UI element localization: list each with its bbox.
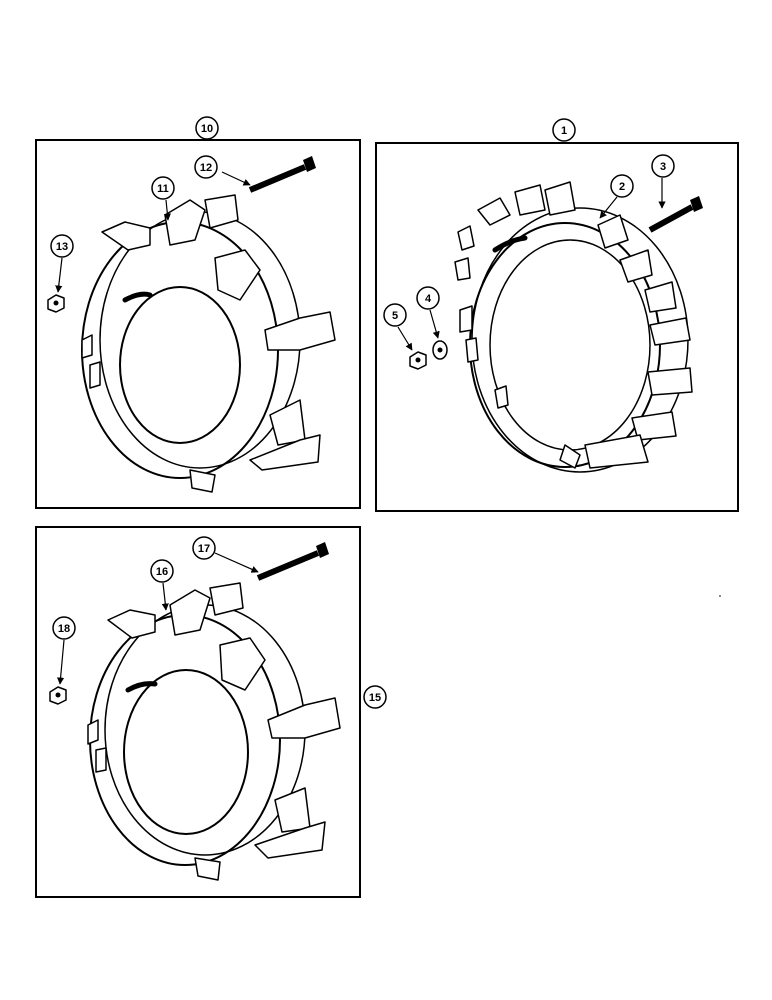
scan-speck xyxy=(719,595,721,597)
panel-15: 17 16 18 15 xyxy=(35,526,387,898)
callout-1: 1 xyxy=(552,118,576,142)
svg-text:4: 4 xyxy=(425,293,432,305)
panel-1: 1 2 3 4 5 xyxy=(375,118,739,512)
svg-text:10: 10 xyxy=(201,123,213,135)
svg-text:15: 15 xyxy=(369,692,381,704)
bolt-icon xyxy=(648,196,703,233)
nut-icon xyxy=(49,686,67,705)
callout-15: 15 xyxy=(363,685,387,709)
svg-text:1: 1 xyxy=(561,125,567,137)
svg-text:5: 5 xyxy=(392,310,398,322)
callout-10: 10 xyxy=(195,116,219,140)
svg-text:3: 3 xyxy=(660,161,666,173)
svg-text:17: 17 xyxy=(198,543,210,555)
bolt-icon xyxy=(248,156,316,193)
panel-10: 10 12 11 13 xyxy=(35,116,361,509)
cast-weight-ring-icon xyxy=(81,194,336,493)
callout-13: 13 xyxy=(50,234,74,258)
callout-12: 12 xyxy=(194,155,218,179)
washer-icon xyxy=(432,340,448,360)
callout-5: 5 xyxy=(383,303,407,327)
callout-11: 11 xyxy=(151,176,175,200)
svg-text:13: 13 xyxy=(56,241,68,253)
callout-16: 16 xyxy=(150,559,174,583)
callout-17: 17 xyxy=(192,536,216,560)
svg-text:2: 2 xyxy=(619,181,625,193)
svg-text:16: 16 xyxy=(156,566,168,578)
svg-text:18: 18 xyxy=(58,623,70,635)
nut-icon xyxy=(409,351,427,370)
panel-1-frame xyxy=(375,142,739,512)
cast-weight-ring-icon xyxy=(454,181,693,473)
callout-4: 4 xyxy=(416,286,440,310)
svg-text:12: 12 xyxy=(200,162,212,174)
bolt-icon xyxy=(256,542,329,581)
callout-2: 2 xyxy=(610,174,634,198)
svg-text:11: 11 xyxy=(157,183,169,195)
callout-3: 3 xyxy=(651,154,675,178)
panel-10-frame xyxy=(35,139,361,509)
cast-weight-ring-icon xyxy=(87,582,341,881)
callout-18: 18 xyxy=(52,616,76,640)
nut-icon xyxy=(47,294,65,313)
panel-15-frame xyxy=(35,526,361,898)
